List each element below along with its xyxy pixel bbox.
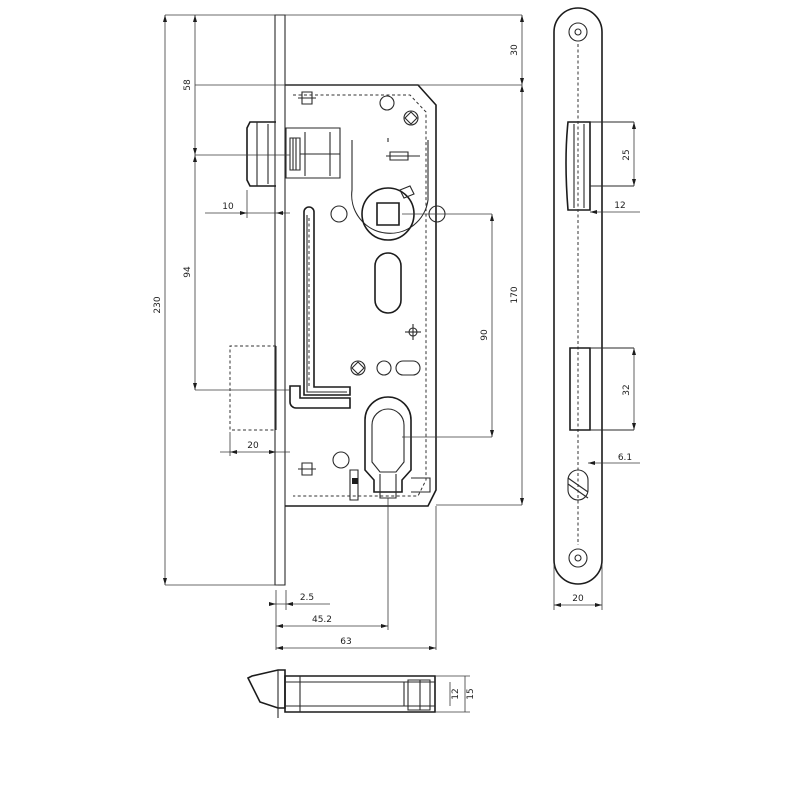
dimension-labels-side: 25 12 32 6.1 20 — [572, 149, 632, 604]
faceplate-outline — [554, 8, 602, 584]
lever-arm — [290, 207, 350, 408]
cylinder-cutout — [350, 397, 430, 500]
dim-94-label: 94 — [183, 266, 193, 278]
dim-10-label: 10 — [222, 202, 234, 212]
dimension-lines-side — [554, 122, 640, 610]
faceplate — [275, 15, 285, 585]
dim-20-plate-label: 20 — [572, 594, 584, 604]
dim-45-2-label: 45.2 — [312, 615, 332, 625]
dimension-labels-bottom: 12 15 — [451, 688, 476, 699]
dim-230-label: 230 — [153, 296, 163, 313]
lock-case-outline — [285, 85, 436, 506]
case-screws — [298, 92, 445, 475]
cylinder-screw — [568, 470, 588, 500]
dim-20-latch-label: 20 — [247, 441, 259, 451]
deadbolt — [230, 346, 276, 430]
dimension-labels-front: 30 58 230 94 10 170 90 20 2.5 45.2 63 — [153, 44, 520, 647]
lock-case-inner-contour — [293, 95, 426, 496]
dim-58-label: 58 — [183, 79, 193, 91]
faceplate-side-view — [554, 8, 634, 584]
deadbolt-opening — [570, 348, 634, 430]
bottom-faceplate — [248, 670, 285, 708]
dim-63-label: 63 — [340, 637, 351, 647]
follower-hub — [352, 140, 428, 240]
dim-25-label: 25 — [622, 149, 632, 160]
bottom-screw-hole — [569, 549, 587, 567]
dim-12-plate-label: 12 — [614, 201, 625, 211]
latch-bolt — [247, 122, 340, 186]
top-screw-hole — [569, 23, 587, 41]
dim-90-label: 90 — [480, 329, 490, 341]
small-slot — [396, 361, 420, 375]
lock-bottom-view — [248, 670, 470, 718]
dim-32-label: 32 — [622, 384, 632, 395]
dim-12-bottom-label: 12 — [451, 688, 461, 699]
dimension-lines-front — [163, 15, 524, 650]
bottom-case — [285, 676, 435, 712]
lock-body-front-view — [230, 15, 445, 585]
dim-6-1-label: 6.1 — [618, 453, 632, 463]
dim-2-5-label: 2.5 — [300, 593, 314, 603]
dim-15-label: 15 — [466, 688, 476, 699]
dim-30-label: 30 — [510, 44, 520, 56]
oval-slot — [375, 253, 401, 313]
latch-opening — [566, 122, 634, 210]
dim-170-label: 170 — [510, 286, 520, 303]
